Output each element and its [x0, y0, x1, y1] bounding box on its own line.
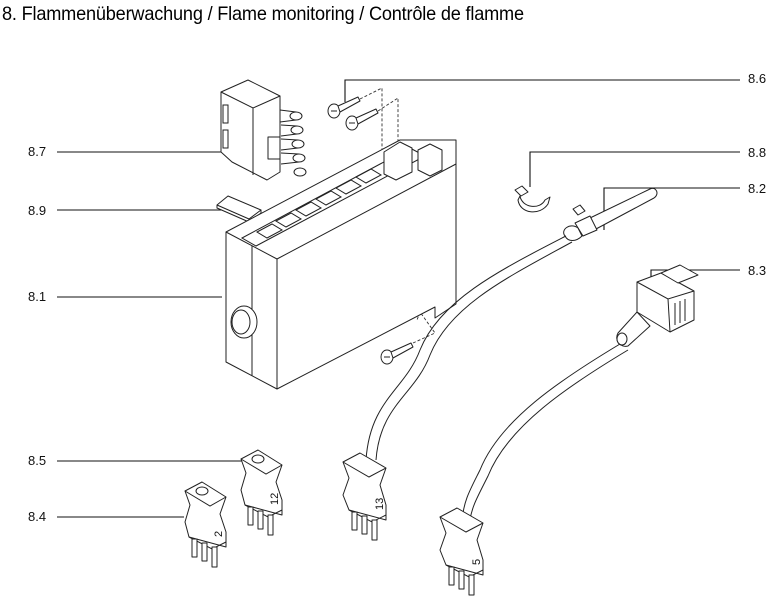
callout-8-7: 8.7 [28, 144, 47, 159]
callout-8-3: 8.3 [748, 263, 767, 278]
callout-8-8: 8.8 [748, 145, 767, 160]
plug-number-12: 12 [269, 493, 281, 505]
callout-8-1: 8.1 [28, 289, 47, 304]
leader-8-8 [529, 151, 740, 187]
plug-number-5: 5 [471, 559, 483, 565]
part-8-7-connector-block [220, 79, 307, 181]
plug-number-13: 13 [374, 498, 386, 510]
callout-8-9: 8.9 [28, 203, 47, 218]
part-8-1-flame-monitor-housing [225, 139, 457, 390]
callout-8-5: 8.5 [28, 453, 47, 468]
plug-number-2: 2 [213, 531, 225, 537]
callout-8-2: 8.2 [748, 181, 767, 196]
callout-8-6: 8.6 [748, 71, 767, 86]
cable-plug-5: 5 [439, 507, 484, 596]
cable-plug-13: 13 [342, 452, 387, 541]
leader-8-6 [344, 79, 740, 102]
part-8-5-bridge-plug-12: 12 [240, 449, 283, 536]
part-8-2-flame-sensor-cable [365, 187, 658, 461]
part-8-4-bridge-plug-2: 2 [184, 481, 227, 568]
part-8-8-cable-clip [514, 185, 551, 213]
page-title: 8. Flammenüberwachung / Flame monitoring… [2, 3, 524, 25]
leader-lines [57, 79, 740, 518]
callout-8-4: 8.4 [28, 509, 47, 524]
part-8-3-mains-plug-cable [461, 264, 699, 521]
